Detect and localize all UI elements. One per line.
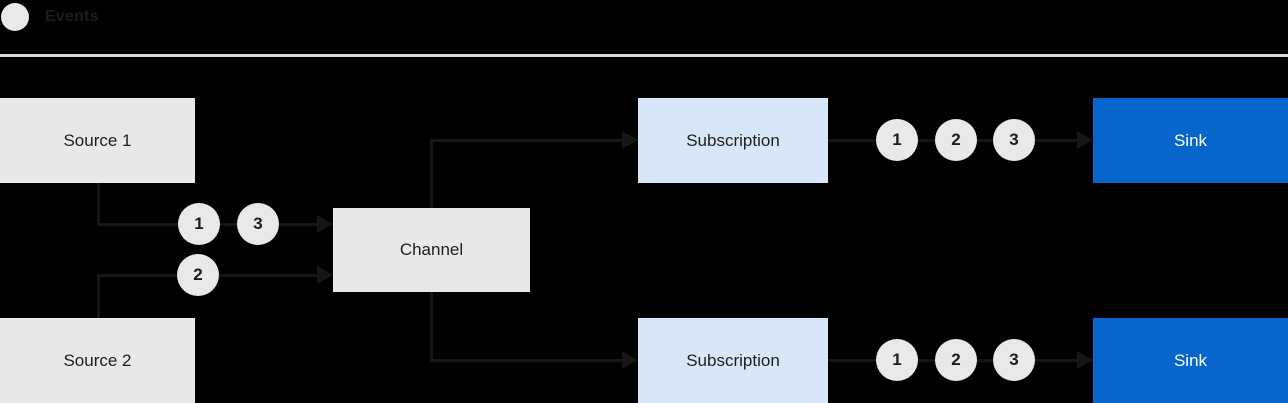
event-marker-subscription-top-3: 3 bbox=[993, 119, 1035, 161]
arrowhead-source2-to-channel bbox=[317, 266, 333, 284]
event-marker-source1-3: 3 bbox=[237, 203, 279, 245]
connector-source1-vertical bbox=[97, 183, 100, 226]
event-marker-subscription-bottom-3: 3 bbox=[993, 339, 1035, 381]
arrowhead-channel-to-subscription-top bbox=[622, 131, 638, 149]
connector-channel-top-vertical bbox=[430, 140, 433, 208]
node-subscription-bottom: Subscription bbox=[638, 318, 828, 403]
node-channel: Channel bbox=[333, 208, 530, 292]
node-sink-top: Sink bbox=[1093, 98, 1288, 183]
connector-channel-to-subscription-bottom bbox=[430, 359, 623, 362]
arrowhead-subscription-bottom-to-sink bbox=[1077, 351, 1093, 369]
node-source-2: Source 2 bbox=[0, 318, 195, 403]
connector-channel-to-subscription-top bbox=[430, 139, 623, 142]
node-source-1: Source 1 bbox=[0, 98, 195, 183]
arrowhead-source1-to-channel bbox=[317, 215, 333, 233]
node-sink-bottom: Sink bbox=[1093, 318, 1288, 403]
event-marker-subscription-top-2: 2 bbox=[935, 119, 977, 161]
events-legend-icon bbox=[1, 3, 29, 31]
connector-channel-bottom-vertical bbox=[430, 292, 433, 360]
event-marker-subscription-top-1: 1 bbox=[876, 119, 918, 161]
connector-source2-vertical bbox=[97, 274, 100, 318]
event-marker-subscription-bottom-2: 2 bbox=[935, 339, 977, 381]
arrowhead-channel-to-subscription-bottom bbox=[622, 351, 638, 369]
event-marker-subscription-bottom-1: 1 bbox=[876, 339, 918, 381]
events-legend-label: Events bbox=[45, 8, 99, 25]
node-subscription-top: Subscription bbox=[638, 98, 828, 183]
arrowhead-subscription-top-to-sink bbox=[1077, 131, 1093, 149]
event-marker-source2-2: 2 bbox=[177, 254, 219, 296]
legend-divider bbox=[0, 54, 1288, 57]
event-marker-source1-1: 1 bbox=[178, 203, 220, 245]
